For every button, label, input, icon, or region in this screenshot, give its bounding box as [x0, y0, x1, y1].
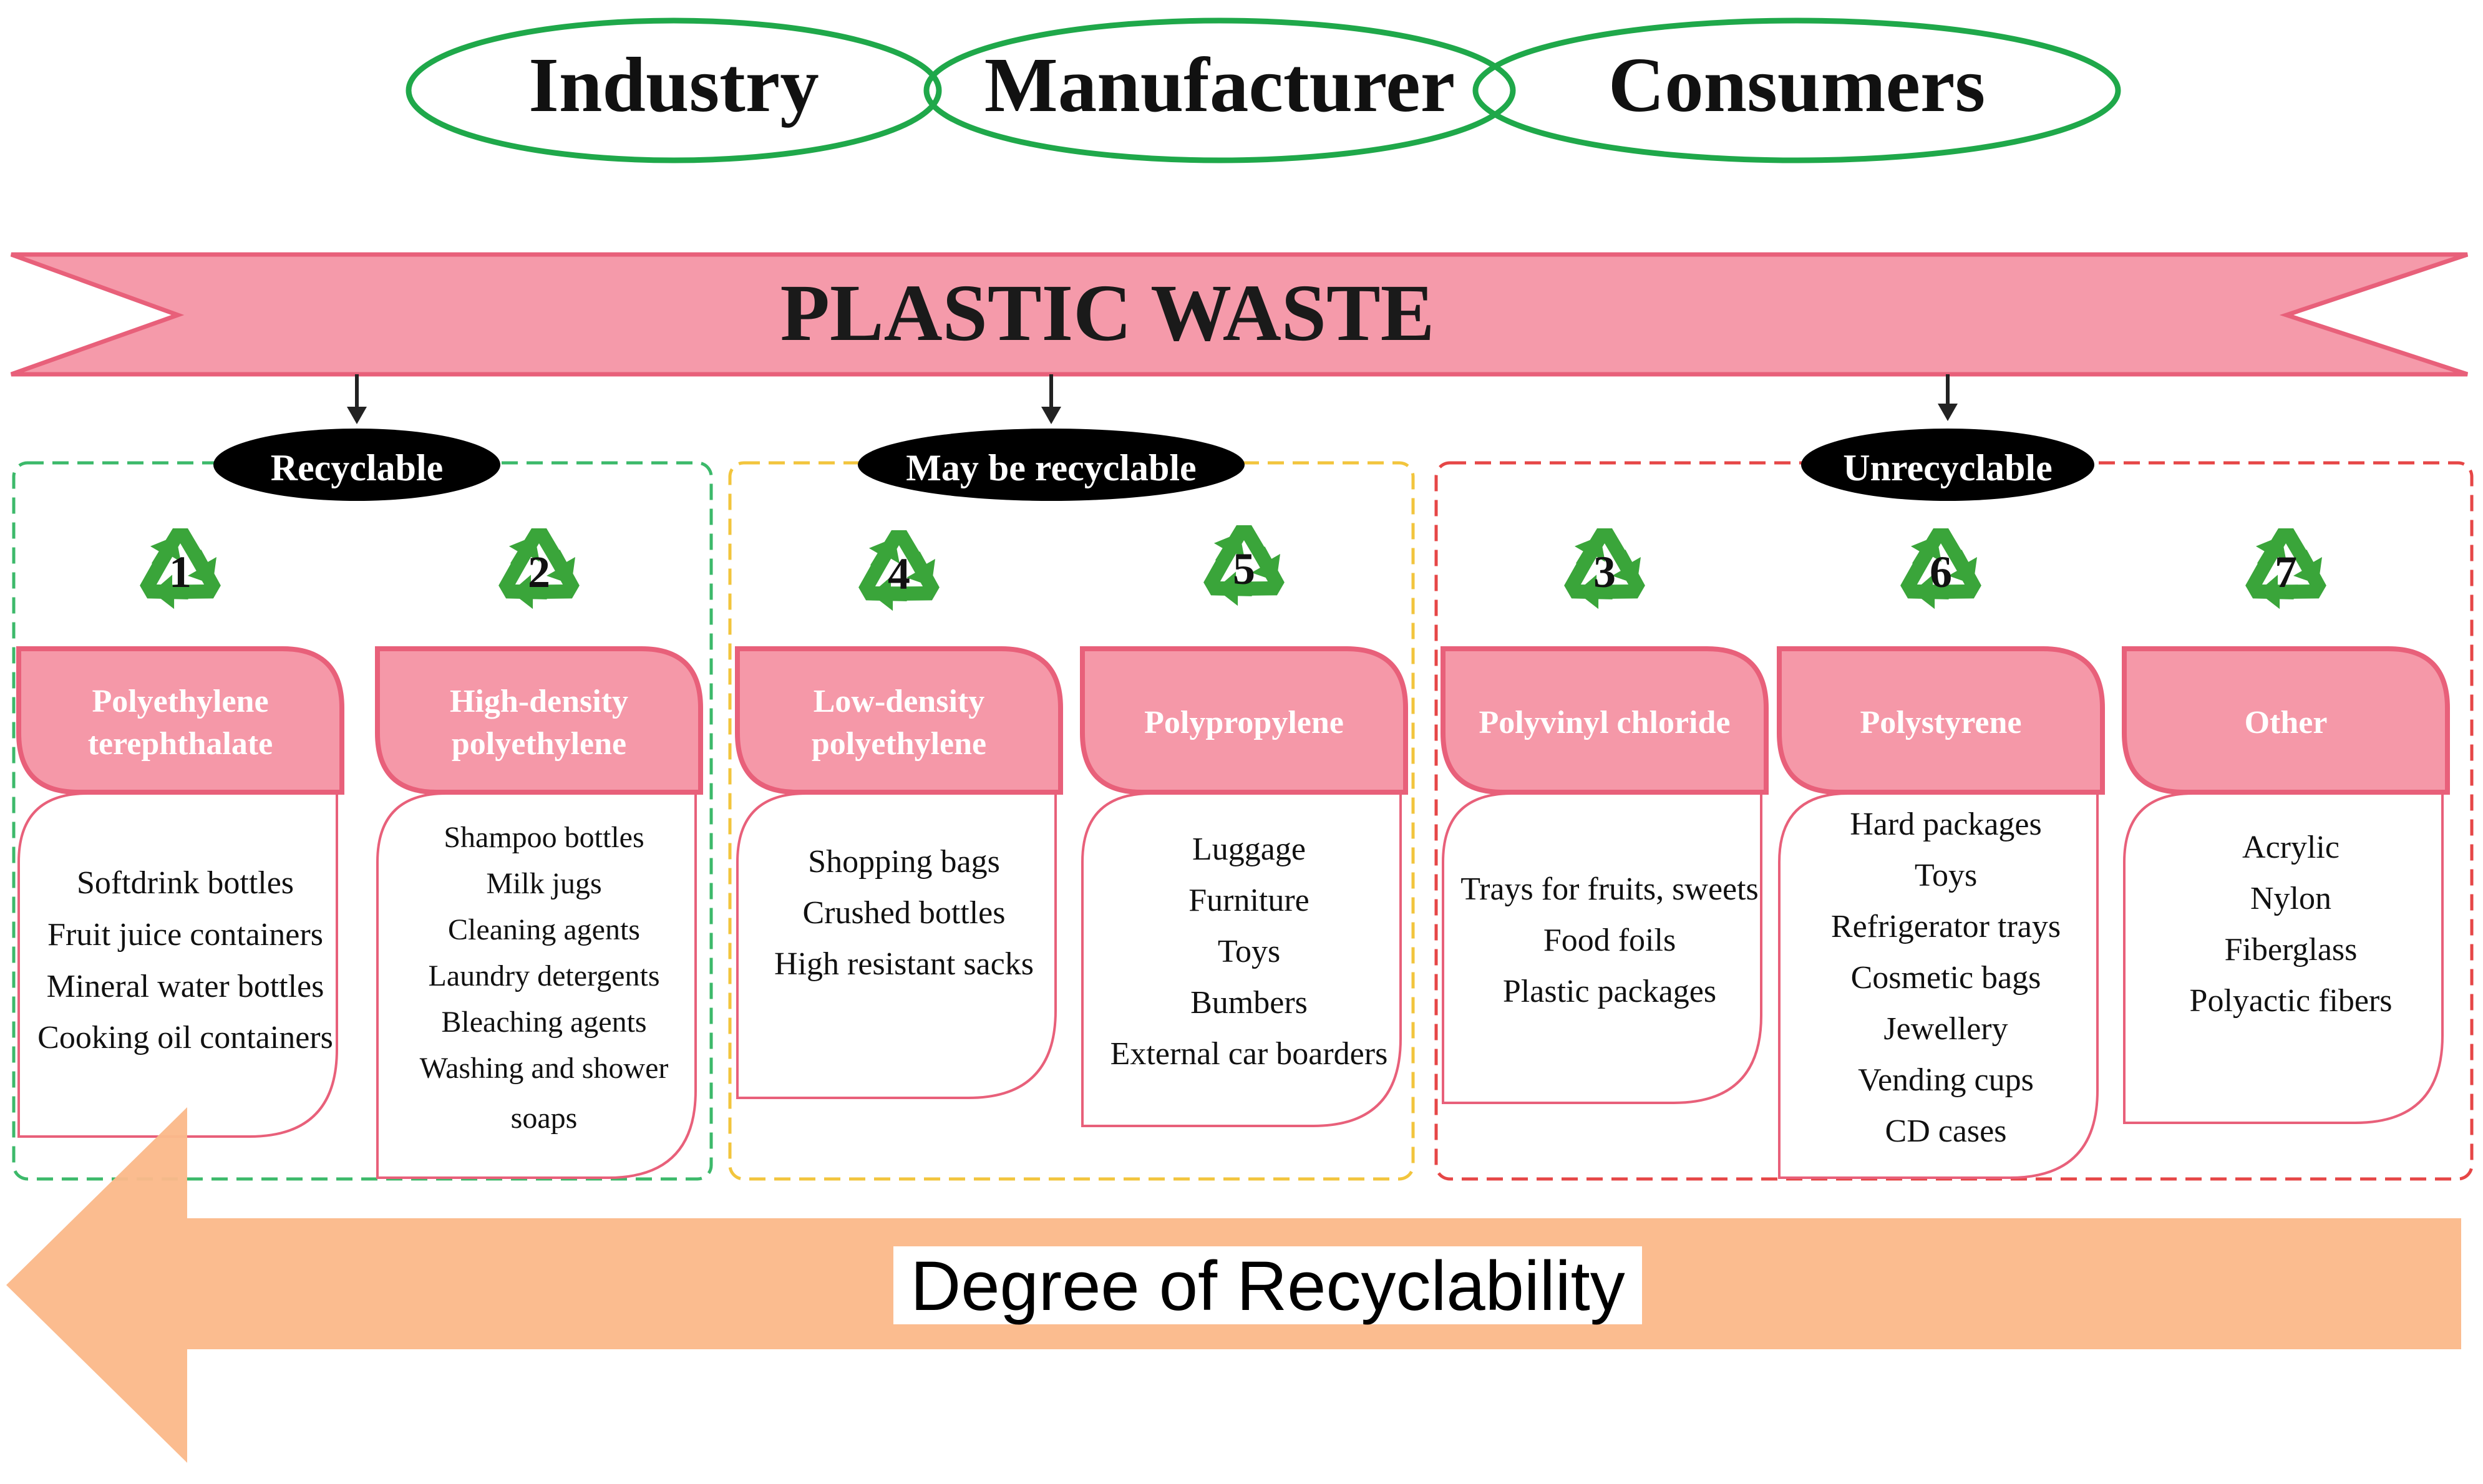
stakeholder-label: Consumers	[1608, 42, 1985, 129]
use-item: Shopping bags	[808, 844, 1000, 880]
use-item: External car boarders	[1110, 1036, 1388, 1072]
plastic-waste-banner: PLASTIC WASTE	[10, 252, 2469, 377]
card-header	[1080, 646, 1408, 795]
use-item: Jewellery	[1883, 1011, 2008, 1047]
use-item: Plastic packages	[1503, 974, 1716, 1009]
use-item: Cleaning agents	[448, 913, 640, 946]
use-item: Vending cups	[1858, 1062, 2034, 1098]
group-pill	[213, 429, 500, 501]
use-item: Cooking oil containers	[37, 1020, 333, 1055]
use-item: Refrigerator trays	[1831, 909, 2061, 944]
use-item: Washing and shower	[420, 1052, 669, 1085]
use-item: High resistant sacks	[774, 946, 1034, 982]
card-header	[375, 646, 703, 795]
banner-ribbon	[10, 252, 2469, 377]
use-item: Fruit juice containers	[47, 917, 323, 953]
use-item: Cosmetic bags	[1851, 960, 2041, 996]
plastic-name: Low-density	[814, 684, 984, 719]
use-item: Bleaching agents	[441, 1006, 646, 1039]
plastic-name: Other	[2245, 705, 2328, 740]
resin-code: 4	[888, 549, 910, 599]
use-item: Milk jugs	[486, 867, 601, 900]
recyclability-arrow: Degree of Recyclability	[6, 1107, 2461, 1463]
connector-arrowhead	[1041, 407, 1061, 424]
banner-title: PLASTIC WASTE	[780, 268, 1435, 358]
stakeholder-label: Industry	[528, 42, 819, 129]
use-item: soaps	[511, 1102, 578, 1135]
card-body	[376, 792, 697, 1179]
use-item: Nylon	[2250, 881, 2331, 916]
card-header	[1777, 646, 2105, 795]
plastic-name: Polyethylene	[92, 684, 268, 719]
stakeholders: Industry Manufacturer Consumers	[406, 17, 2121, 163]
manufacturer-ellipse	[923, 17, 1516, 163]
group-label: Unrecyclable	[1843, 447, 2052, 488]
plastic-name: High-density	[450, 684, 628, 719]
resin-code: 1	[169, 547, 192, 597]
card-header	[735, 646, 1063, 795]
use-item: Fiberglass	[2225, 932, 2358, 968]
use-item: Mineral water bottles	[47, 969, 324, 1004]
use-item: Shampoo bottles	[444, 821, 644, 854]
use-item: Furniture	[1188, 883, 1310, 918]
card-body	[1778, 792, 2099, 1179]
use-item: Luggage	[1192, 832, 1306, 867]
group-label: Recyclable	[271, 447, 444, 488]
plastic-name: Polypropylene	[1144, 705, 1344, 740]
resin-code: 3	[1593, 547, 1616, 597]
connector-arrowhead	[1938, 404, 1958, 421]
plastic-name: polyethylene	[452, 726, 626, 762]
consumers-ellipse	[1472, 17, 2121, 163]
group-pill	[1801, 429, 2094, 501]
card-body	[1442, 792, 1762, 1104]
card-body	[736, 792, 1057, 1099]
plastic-card: 5PolypropyleneLuggageFurnitureToysBumber…	[1080, 525, 1408, 1127]
plastic-name: Polyvinyl chloride	[1479, 705, 1731, 740]
resin-code: 7	[2275, 547, 2297, 597]
axis-label-background	[893, 1246, 1642, 1324]
stakeholder-label: Manufacturer	[984, 42, 1455, 129]
connector-arrowhead	[347, 407, 367, 424]
card-body	[1081, 792, 1402, 1127]
use-item: Acrylic	[2242, 830, 2340, 865]
resin-code: 6	[1930, 547, 1952, 597]
axis-label: Degree of Recyclability	[910, 1247, 1625, 1325]
group-pill	[858, 429, 1245, 501]
resin-code: 2	[528, 547, 550, 597]
card-header	[1441, 646, 1769, 795]
use-item: CD cases	[1885, 1113, 2007, 1149]
plastic-name: Polystyrene	[1860, 705, 2022, 740]
use-item: Trays for fruits, sweets	[1460, 871, 1759, 907]
use-item: Polyactic fibers	[2190, 983, 2393, 1019]
use-item: Softdrink bottles	[77, 865, 294, 901]
use-item: Hard packages	[1850, 807, 2042, 842]
use-item: Laundry detergents	[429, 959, 660, 992]
use-item: Toys	[1915, 858, 1977, 893]
card-body	[17, 792, 338, 1138]
use-item: Bumbers	[1190, 985, 1308, 1021]
use-item: Food foils	[1543, 923, 1676, 958]
card-header	[2122, 646, 2450, 795]
industry-ellipse	[406, 17, 942, 163]
group-label: May be recyclable	[906, 447, 1196, 488]
card-body	[2123, 792, 2444, 1124]
groups-layer: Recyclable May be recyclable Unrecyclable	[12, 429, 2474, 1181]
plastic-name: terephthalate	[88, 726, 273, 762]
use-item: Crushed bottles	[803, 895, 1006, 931]
resin-code: 5	[1233, 544, 1255, 594]
plastic-name: polyethylene	[812, 726, 986, 762]
banner-connectors	[347, 374, 1958, 424]
use-item: Toys	[1218, 934, 1280, 969]
card-header	[16, 646, 344, 795]
